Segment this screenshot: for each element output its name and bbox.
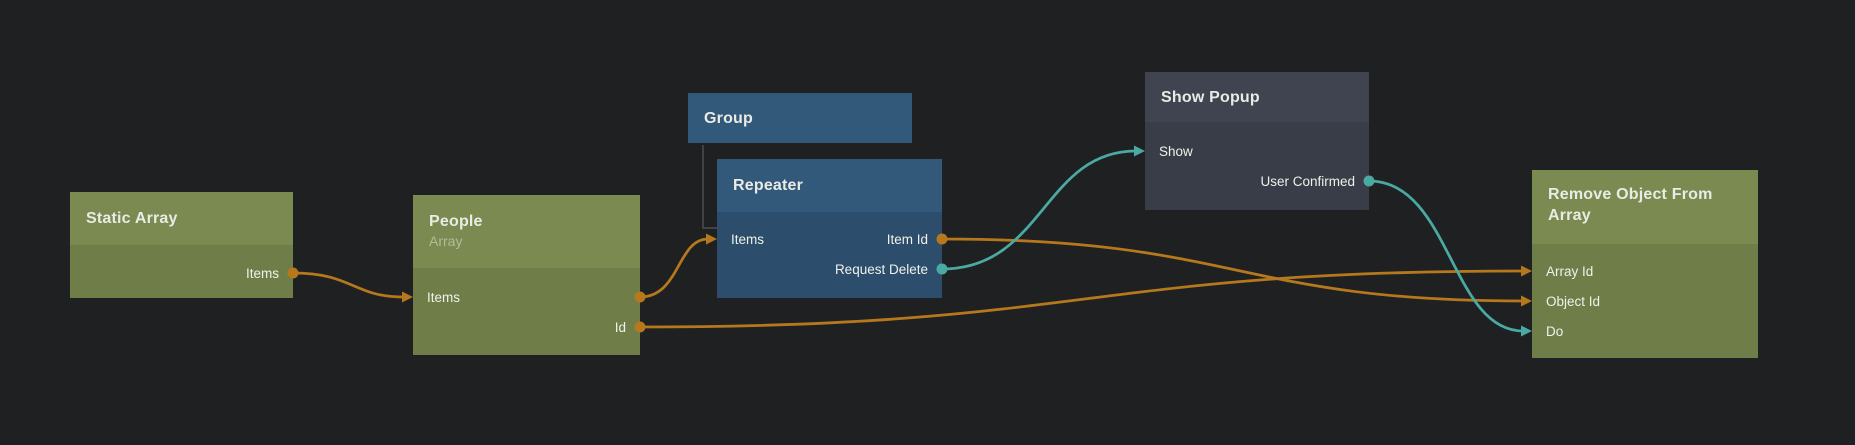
port-items-input[interactable]: Items	[717, 224, 942, 254]
connection-wire[interactable]	[940, 237, 1525, 303]
hierarchy-connector-line	[702, 145, 717, 229]
node-header[interactable]: Show Popup	[1145, 72, 1369, 122]
node-body: Items Id	[413, 268, 640, 355]
node-title: Static Array	[86, 210, 178, 227]
input-arrow-icon[interactable]	[1521, 295, 1532, 307]
node-subtitle: Array	[429, 233, 463, 249]
port-request-delete-output[interactable]: Request Delete	[717, 254, 942, 284]
node-title: People	[429, 213, 483, 230]
node-title: Remove Object From Array	[1548, 186, 1713, 224]
node-body: Show User Confirmed	[1145, 122, 1369, 210]
port-item-id-output[interactable]: Item Id	[717, 224, 942, 254]
node-header[interactable]: Remove Object From Array	[1532, 170, 1758, 244]
port-show-input[interactable]: Show	[1145, 136, 1369, 166]
input-arrow-icon[interactable]	[706, 233, 717, 245]
port-label: Id	[614, 319, 626, 335]
node-header[interactable]: People Array	[413, 195, 640, 268]
input-arrow-icon[interactable]	[1134, 145, 1145, 157]
port-label: Do	[1546, 323, 1564, 339]
node-body: Items	[70, 245, 293, 298]
connection-wire[interactable]	[638, 237, 710, 299]
input-arrow-icon[interactable]	[402, 291, 413, 303]
node-show-popup[interactable]: Show Popup Show User Confirmed	[1145, 72, 1369, 210]
port-label: Items	[427, 289, 461, 305]
port-items-output[interactable]: Items	[70, 258, 293, 288]
node-repeater[interactable]: Repeater Items Item Id Request Delete	[717, 159, 942, 298]
node-body: Items Item Id Request Delete	[717, 212, 942, 298]
port-id-output[interactable]: Id	[413, 312, 640, 342]
port-do-input[interactable]: Do	[1532, 316, 1758, 346]
port-label: Show	[1159, 143, 1193, 159]
port-label: User Confirmed	[1260, 173, 1355, 189]
node-header[interactable]: Static Array	[70, 192, 293, 245]
port-array-id-input[interactable]: Array Id	[1532, 256, 1758, 286]
port-user-confirmed-output[interactable]: User Confirmed	[1145, 166, 1369, 196]
node-title: Group	[704, 109, 753, 127]
connection-wire[interactable]	[940, 149, 1138, 271]
port-label: Items	[245, 265, 279, 281]
connection-wire[interactable]	[291, 271, 406, 299]
input-arrow-icon[interactable]	[1521, 325, 1532, 337]
input-arrow-icon[interactable]	[1521, 265, 1532, 277]
port-label: Items	[731, 231, 765, 247]
port-label: Array Id	[1546, 263, 1594, 279]
node-static-array[interactable]: Static Array Items	[70, 192, 293, 298]
node-header[interactable]: Group	[688, 93, 912, 143]
node-remove-object-from-array[interactable]: Remove Object From Array Array Id Object…	[1532, 170, 1758, 358]
node-title: Repeater	[733, 177, 804, 194]
port-label: Request Delete	[834, 261, 928, 277]
port-label: Item Id	[886, 231, 928, 247]
node-body: Array Id Object Id Do	[1532, 244, 1758, 358]
connection-wire[interactable]	[1367, 179, 1525, 333]
port-object-id-input[interactable]: Object Id	[1532, 286, 1758, 316]
node-header[interactable]: Repeater	[717, 159, 942, 212]
port-label: Object Id	[1546, 293, 1601, 309]
port-items[interactable]: Items	[413, 282, 640, 312]
node-people[interactable]: People Array Items Id	[413, 195, 640, 355]
node-group[interactable]: Group	[688, 93, 912, 143]
node-title: Show Popup	[1161, 88, 1260, 106]
